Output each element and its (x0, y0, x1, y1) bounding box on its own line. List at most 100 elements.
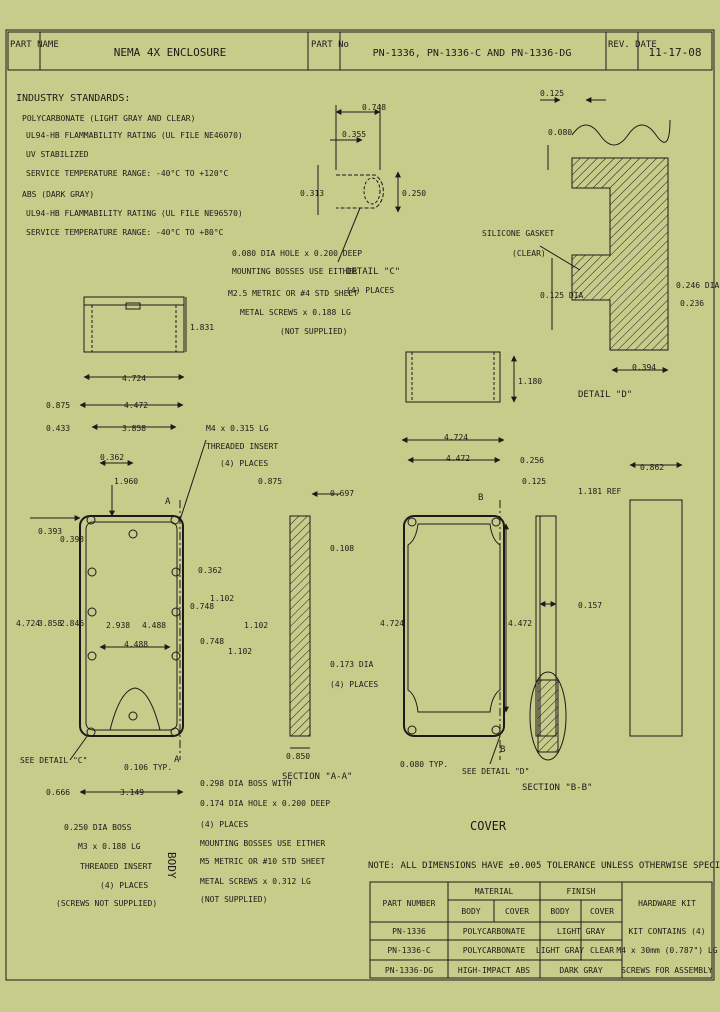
body-dim: 4.488 (124, 640, 148, 649)
detail-d-title: DETAIL "D" (578, 390, 632, 400)
table-cell: PN-1336-C (387, 946, 431, 955)
body-dim: 0.875 (258, 477, 282, 486)
table-header: FINISH (567, 887, 596, 896)
detail-c: 0.748 0.355 0.313 0.250 0.080 DIA HOLE x… (228, 103, 426, 336)
body-dim: 2.938 (106, 621, 130, 630)
boss-note: MOUNTING BOSSES USE EITHER (200, 839, 325, 848)
standards-heading: INDUSTRY STANDARDS: (16, 93, 130, 104)
insert-note: (4) PLACES (220, 459, 268, 468)
boss-note2: THREADED INSERT (80, 862, 152, 871)
detail-c-note: METAL SCREWS x 0.188 LG (240, 308, 351, 317)
table-cell: LIGHT GRAY (557, 927, 605, 936)
boss-note: METAL SCREWS x 0.312 LG (200, 877, 311, 886)
body-dim: 0.106 TYP. (124, 763, 172, 772)
section-aa-dim: 0.697 (330, 489, 354, 498)
insert-note: THREADED INSERT (206, 442, 278, 451)
detail-d-gasket: (CLEAR) (512, 249, 546, 258)
cover-dim: 4.724 (444, 433, 468, 442)
detail-c-title: DETAIL "C" (346, 267, 400, 277)
detail-d-dim: 0.246 DIA (676, 281, 720, 290)
boss-note: 0.174 DIA HOLE x 0.200 DEEP (200, 799, 330, 808)
mounting-boss (86, 515, 96, 525)
detail-c-dim: 0.748 (362, 103, 386, 112)
body-dim: 0.748 (200, 637, 224, 646)
detail-d-gasket: SILICONE GASKET (482, 229, 554, 238)
mounting-boss (170, 515, 180, 525)
detail-c-dim: 0.355 (342, 130, 366, 139)
part-no: PN-1336, PN-1336-C AND PN-1336-DG (373, 48, 572, 59)
body-outline (79, 515, 184, 737)
section-aa: 0.697 0.108 0.173 DIA (4) PLACES 0.850 S… (282, 489, 378, 782)
table-cell: LIGHT GRAY (536, 946, 584, 955)
part-name: NEMA 4X ENCLOSURE (114, 46, 227, 59)
cover-dim: 0.256 (520, 456, 544, 465)
screw-boss (128, 711, 138, 721)
section-b-marker: B (478, 493, 483, 503)
detail-d-dim: 0.125 (540, 89, 564, 98)
detail-c-note: (NOT SUPPLIED) (280, 327, 347, 336)
section-aa-dim: 0.108 (330, 544, 354, 553)
hardware-view: 0.862 1.181 REF (578, 462, 683, 737)
table-header: MATERIAL (475, 887, 514, 896)
body-dim: 1.960 (114, 477, 138, 486)
industry-standards: INDUSTRY STANDARDS: POLYCARBONATE (LIGHT… (16, 93, 243, 237)
part-name-label: PART NAME (10, 40, 59, 50)
hardware-kit: SCREWS FOR ASSEMBLY (621, 966, 713, 975)
boss-note2: 0.250 DIA BOSS (64, 823, 132, 832)
part-no-label: PART No (311, 40, 349, 50)
table-cell: POLYCARBONATE (463, 946, 526, 955)
cover-see-detail: SEE DETAIL "D" (462, 767, 529, 776)
body-dim: 0.362 (100, 453, 124, 462)
table-subheader: BODY (461, 907, 480, 916)
body-see-detail: SEE DETAIL "C" (20, 756, 87, 765)
body-side-view: 1.831 4.724 (83, 296, 214, 383)
boss-note: 0.298 DIA BOSS WITH (200, 779, 292, 788)
screw-boss (128, 529, 138, 539)
cover-plan-view: B B 4.724 4.472 0.256 0.125 4.724 4.472 … (380, 433, 546, 833)
table-subheader: COVER (590, 907, 614, 916)
boss-note: (NOT SUPPLIED) (200, 895, 267, 904)
cover-side-view: 1.180 (405, 351, 542, 403)
section-bb-dim: 0.157 (578, 601, 602, 610)
standards-line: UL94-HB FLAMMABILITY RATING (UL FILE NE4… (26, 131, 243, 140)
detail-c-note: MOUNTING BOSSES USE EITHER (232, 267, 357, 276)
cover-dim: 0.125 (522, 477, 546, 486)
section-aa-dim: 0.173 DIA (330, 660, 374, 669)
standards-line: SERVICE TEMPERATURE RANGE: -40°C TO +80°… (26, 228, 224, 237)
standards-line: UL94-HB FLAMMABILITY RATING (UL FILE NE9… (26, 209, 243, 218)
body-dim: 0.748 (190, 602, 214, 611)
detail-d-dim: 0.080 (548, 128, 572, 137)
table-cell: PN-1336-DG (385, 966, 433, 975)
standards-line: ABS (DARK GRAY) (22, 190, 94, 199)
mounting-boss (170, 727, 180, 737)
boss-note2: (4) PLACES (100, 881, 148, 890)
cover-dim: 4.472 (508, 619, 532, 628)
part-table: PART NUMBER MATERIAL FINISH HARDWARE KIT… (369, 881, 718, 979)
body-dim: 4.724 (16, 619, 40, 628)
cover-dim: 0.080 TYP. (400, 760, 448, 769)
boss-note2: M3 x 0.188 LG (78, 842, 141, 851)
cover-dim: 4.472 (446, 454, 470, 463)
body-label: BODY (165, 852, 178, 879)
table-cell: DARK GRAY (559, 966, 603, 975)
detail-d: 0.125 0.080 SILICONE GASKET (CLEAR) 0.12… (482, 89, 720, 400)
hardware-dim-side: 1.181 REF (578, 487, 622, 496)
standards-line: POLYCARBONATE (LIGHT GRAY AND CLEAR) (22, 114, 195, 123)
body-dim: 0.393 (38, 527, 62, 536)
detail-c-dim: 0.250 (402, 189, 426, 198)
body-dim: 3.149 (120, 788, 144, 797)
body-dim: 1.102 (244, 621, 268, 630)
body-dim: 0.362 (198, 566, 222, 575)
body-side-width: 4.724 (122, 374, 146, 383)
body-dim: 0.433 (46, 424, 70, 433)
section-a-marker: A (174, 755, 180, 765)
section-bb-title: SECTION "B-B" (522, 783, 592, 793)
cover-dim: 4.724 (380, 619, 404, 628)
standards-line: SERVICE TEMPERATURE RANGE: -40°C TO +120… (26, 169, 228, 178)
section-aa-dim: (4) PLACES (330, 680, 378, 689)
hardware-kit: KIT CONTAINS (4) (628, 927, 705, 936)
body-dim: 3.858 (122, 424, 146, 433)
boss-note2: (SCREWS NOT SUPPLIED) (56, 899, 157, 908)
table-cell: CLEAR (590, 946, 614, 955)
